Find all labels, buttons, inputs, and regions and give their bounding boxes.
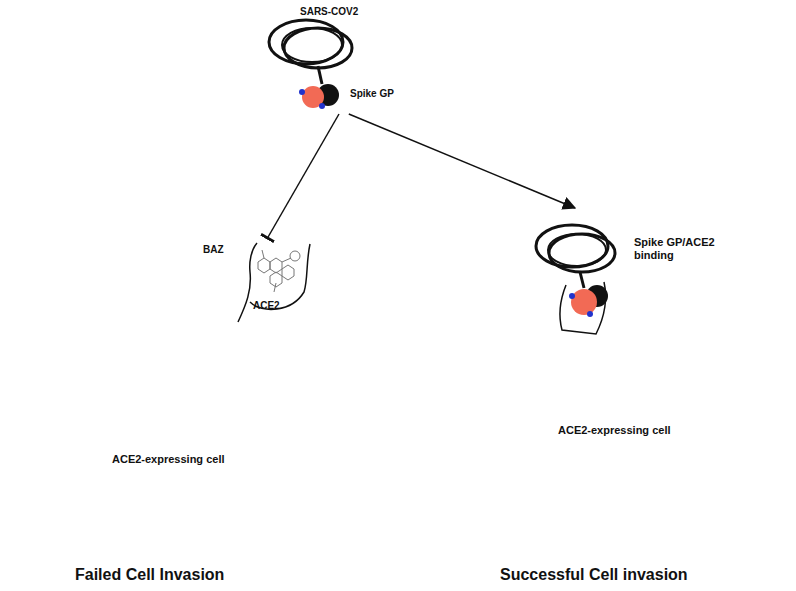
- figure-title: SARS-COV2: [300, 6, 358, 18]
- ace2-receptor-left: [238, 243, 310, 322]
- figure-group: Spike GP/ACE2 binding: [530, 210, 730, 330]
- cell-fill: [1, 323, 401, 559]
- virus: [269, 20, 352, 68]
- bound-spike: [569, 272, 608, 317]
- outcome-label: Successful Cell invasion: [500, 566, 688, 584]
- figure-title: BAZ: [203, 244, 224, 256]
- spike-protein: [299, 66, 339, 109]
- cell-outline: [0, 322, 404, 568]
- cell-fill: [433, 307, 787, 563]
- activation-arrow: [349, 114, 575, 208]
- cell-label: ACE2-expressing cell: [112, 453, 225, 466]
- figure-label: ACE2: [253, 300, 280, 312]
- cell-fill: [439, 301, 793, 557]
- figure-label: Spike GP: [350, 88, 394, 100]
- baz-molecule: [258, 250, 300, 292]
- outcome-label: Failed Cell Invasion: [75, 566, 224, 584]
- figure-group: SARS-COV2Spike GP: [262, 4, 402, 114]
- cell-ellipse: ACE2-expressing cell: [0, 322, 402, 560]
- cell-ellipse: ACE2-expressing cell: [438, 300, 794, 558]
- cell-label: ACE2-expressing cell: [558, 424, 671, 437]
- figure-title: Spike GP/ACE2 binding: [634, 236, 724, 261]
- figure-group: BAZ ACE2: [195, 240, 320, 322]
- inhibition-line: [268, 114, 340, 238]
- bound-virus: [536, 225, 615, 272]
